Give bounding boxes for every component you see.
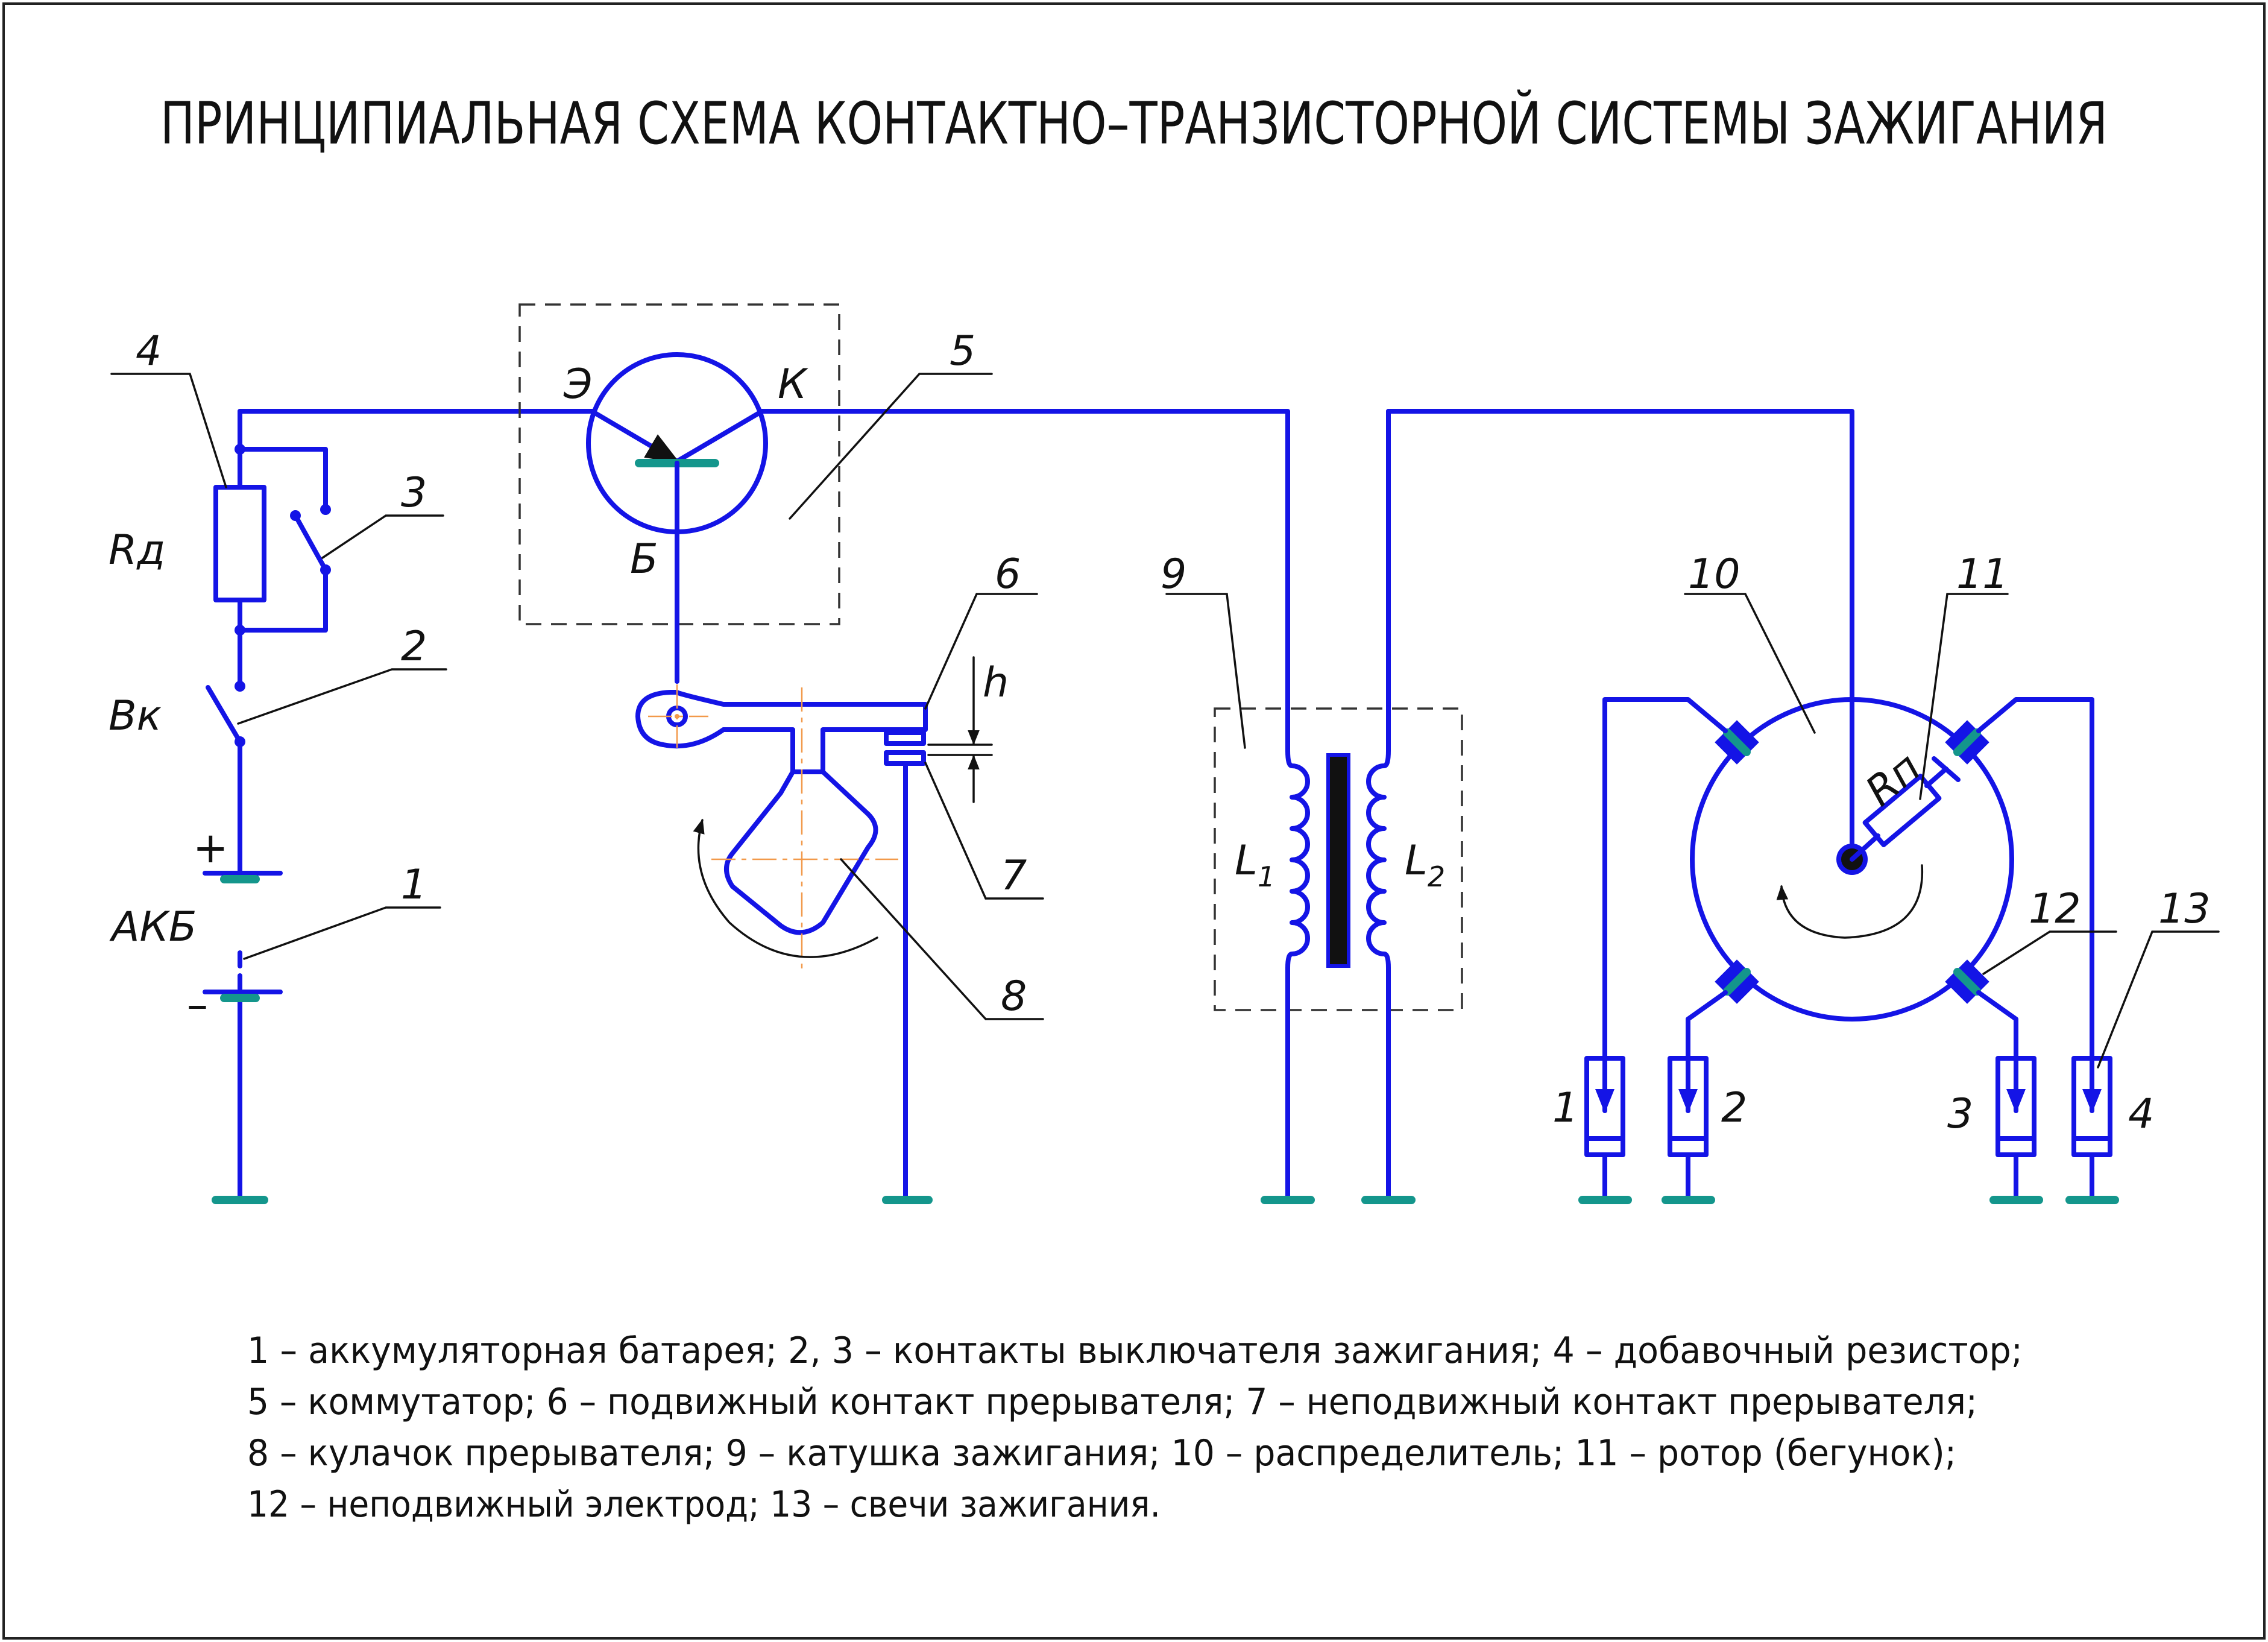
- callout-11: 11: [1956, 551, 2009, 598]
- callout-3: 3: [401, 469, 427, 517]
- commutator-5: [518, 303, 840, 684]
- label-battery-akb: АКБ: [109, 903, 197, 951]
- label-battery-minus: –: [187, 980, 208, 1029]
- legend-line-3: 8 – кулачок прерывателя; 9 – катушка заж…: [247, 1432, 1956, 1474]
- plug-number-2: 2: [1721, 1084, 1747, 1132]
- breaker-assembly: [635, 656, 993, 1204]
- label-resistor-rd: Rд: [109, 526, 165, 574]
- label-base: Б: [630, 535, 658, 583]
- left-branch: [203, 409, 331, 1204]
- callout-7: 7: [1001, 852, 1027, 900]
- label-switch-vk: Вк: [109, 692, 162, 740]
- ignition-switch-3: [293, 513, 328, 572]
- legend-line-1: 1 – аккумуляторная батарея; 2, 3 – конта…: [247, 1330, 2023, 1372]
- label-l1: L1: [1235, 837, 1275, 893]
- spark-plug-1: [1578, 1056, 1632, 1204]
- label-l2: L2: [1405, 837, 1445, 893]
- legend: 1 – аккумуляторная батарея; 2, 3 – конта…: [247, 1330, 2023, 1526]
- legend-line-4: 12 – неподвижный электрод; 13 – свечи за…: [247, 1483, 1161, 1526]
- callout-10: 10: [1688, 551, 1740, 598]
- rotor-resistor: [1862, 774, 1942, 847]
- spark-plug-3: [1989, 1056, 2043, 1204]
- plug-number-4: 4: [2128, 1090, 2154, 1138]
- label-emitter: Э: [563, 361, 592, 408]
- callout-9: 9: [1161, 551, 1186, 598]
- callout-2: 2: [401, 623, 427, 671]
- coil-core: [1326, 753, 1350, 968]
- callout-12: 12: [2029, 885, 2081, 933]
- movable-contact-6: [884, 730, 926, 746]
- spark-plugs-13: [1578, 1056, 2119, 1204]
- plug-number-1: 1: [1552, 1084, 1578, 1132]
- callout-1: 1: [401, 861, 427, 909]
- label-battery-plus: +: [193, 823, 228, 873]
- distributor-cap: [1690, 697, 2014, 1022]
- ignition-coil-9: [1214, 409, 1854, 1204]
- spark-plug-4: [2065, 1056, 2119, 1204]
- plug-number-3: 3: [1947, 1090, 1973, 1138]
- breaker-cam-8: [724, 769, 878, 935]
- legend-line-2: 5 – коммутатор; 6 – подвижный контакт пр…: [247, 1381, 1977, 1423]
- leader-lines: [110, 373, 2220, 1069]
- label-rotor-resistor: Rп: [1857, 744, 1930, 815]
- callout-8: 8: [1001, 973, 1027, 1020]
- diagram-title: ПРИНЦИПИАЛЬНАЯ СХЕМА КОНТАКТНО–ТРАНЗИСТО…: [160, 89, 2108, 157]
- label-collector: К: [778, 361, 808, 408]
- callout-6: 6: [995, 551, 1021, 598]
- callout-5: 5: [950, 327, 975, 375]
- ignition-switch-2: [206, 685, 242, 744]
- spark-plug-2: [1662, 1056, 1715, 1204]
- movable-contact-lever-6: [635, 690, 928, 774]
- callout-4: 4: [136, 327, 162, 375]
- label-h: h: [983, 659, 1009, 707]
- distributor-10: [1602, 697, 2094, 1061]
- additional-resistor-4: [213, 485, 266, 602]
- callout-13: 13: [2158, 885, 2211, 933]
